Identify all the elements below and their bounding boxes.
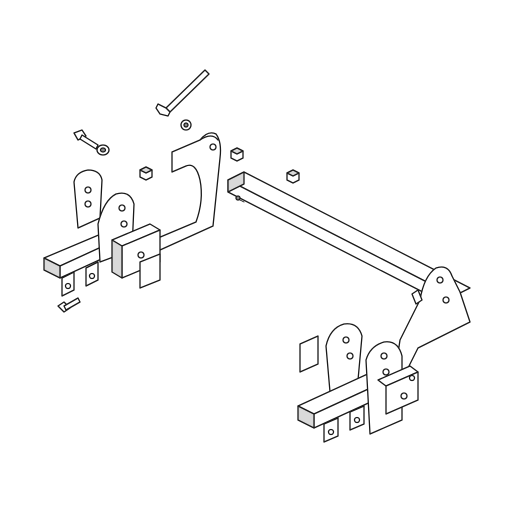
nut-right [286,169,300,184]
right-side-plate [393,266,471,381]
washer [180,119,192,131]
right-mount-bracket [297,323,419,443]
washer-upper [96,144,110,156]
bolt-upper [73,129,99,150]
nut-left [139,166,153,181]
left-mount-bracket [43,169,161,297]
bolt-lower [57,297,81,313]
crossbar-tube [227,171,471,309]
left-side-plate [157,132,222,251]
nut-center [230,147,244,162]
hex-key [155,69,210,117]
